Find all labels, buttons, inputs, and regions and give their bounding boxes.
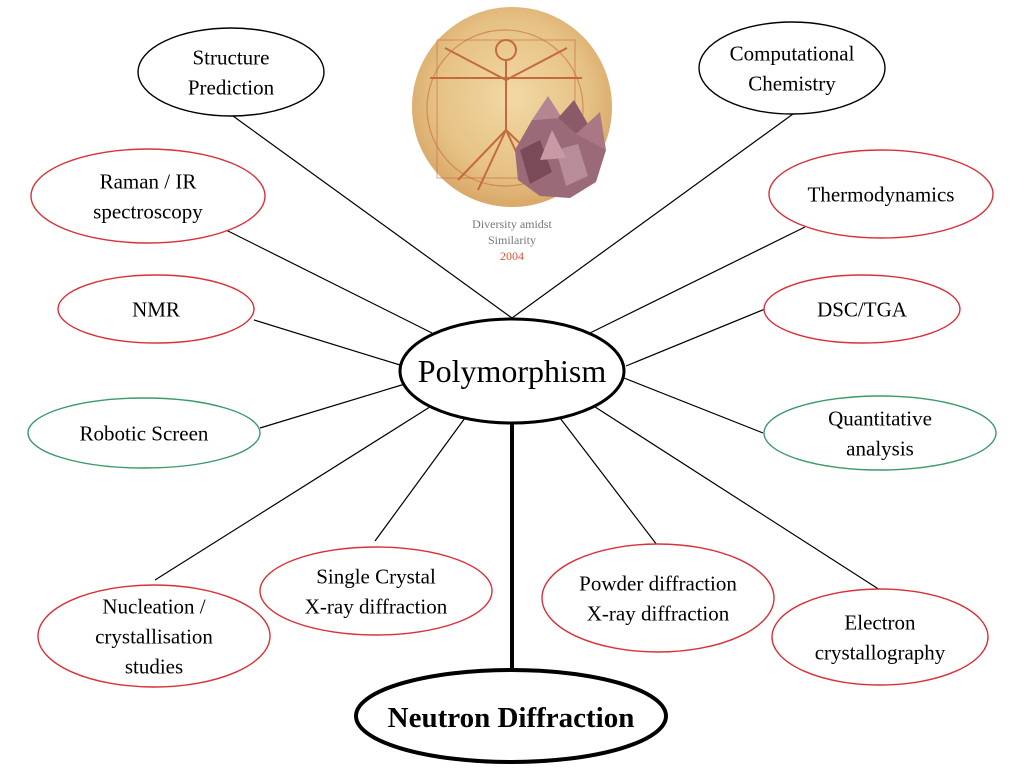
- node-outline-quantitative-analysis: [763, 395, 997, 471]
- edge-electron-crystallography: [591, 404, 881, 591]
- node-label-dsc-tga-line1: DSC/TGA: [817, 297, 908, 321]
- edge-dsc-tga: [625, 308, 766, 367]
- edge-computational-chemistry: [511, 113, 794, 319]
- emblem-caption-line1: Diversity amidst: [472, 217, 552, 231]
- node-thermodynamics[interactable]: Thermodynamics: [768, 149, 994, 239]
- node-label-structure-prediction-line1: Structure: [193, 45, 270, 69]
- connector-lines: [154, 113, 881, 668]
- vitruvian-man-crystal-logo: Diversity amidst Similarity 2004: [412, 7, 612, 263]
- node-label-nucleation-line3: studies: [125, 654, 183, 678]
- edge-quantitative-analysis: [623, 377, 764, 434]
- node-outline-electron-crystallography: [771, 588, 989, 686]
- node-label-nucleation-line2: crystallisation: [95, 624, 213, 648]
- node-outline-computational-chemistry: [698, 21, 886, 115]
- node-outline-powder-diffraction: [541, 543, 775, 653]
- node-outline-nucleation: [37, 584, 271, 688]
- crystal-cluster-icon: [515, 96, 606, 198]
- node-electron-crystallography[interactable]: Electron crystallography: [771, 588, 989, 686]
- node-label-quantitative-analysis-line1: Quantitative: [828, 406, 932, 430]
- node-label-powder-diffraction-line1: Powder diffraction: [579, 571, 737, 595]
- node-label-powder-diffraction-line2: X-ray diffraction: [587, 601, 730, 625]
- center-node[interactable]: Polymorphism: [398, 317, 626, 425]
- node-label-nmr-line1: NMR: [132, 297, 180, 321]
- node-label-nucleation-line1: Nucleation /: [102, 594, 205, 618]
- edge-nmr: [253, 319, 401, 366]
- node-outline-raman-ir: [30, 148, 266, 244]
- edge-robotic-screen: [259, 383, 406, 429]
- center-node-label: Polymorphism: [418, 353, 607, 389]
- node-nmr[interactable]: NMR: [57, 274, 255, 344]
- node-label-computational-chemistry-line2: Chemistry: [748, 71, 836, 95]
- node-label-single-crystal-line2: X-ray diffraction: [305, 594, 448, 618]
- neutron-diffraction-node[interactable]: Neutron Diffraction: [354, 668, 668, 764]
- node-label-raman-ir-line1: Raman / IR: [100, 169, 197, 193]
- node-label-raman-ir-line2: spectroscopy: [93, 199, 203, 223]
- node-outline-thermodynamics: [768, 149, 994, 239]
- node-raman-ir[interactable]: Raman / IR spectroscopy: [30, 148, 266, 244]
- edge-nucleation: [154, 404, 434, 581]
- node-label-electron-crystallography-line1: Electron: [844, 610, 916, 634]
- neutron-diffraction-label: Neutron Diffraction: [388, 702, 635, 734]
- node-outline-nmr: [57, 274, 255, 344]
- edge-thermodynamics: [589, 226, 806, 334]
- node-label-robotic-screen-line1: Robotic Screen: [80, 421, 209, 445]
- edge-single-crystal: [374, 417, 466, 542]
- node-label-structure-prediction-line2: Prediction: [188, 75, 275, 99]
- edge-powder-diffraction: [559, 417, 658, 546]
- node-outline-structure-prediction: [137, 27, 325, 117]
- node-label-computational-chemistry-line1: Computational: [730, 41, 855, 65]
- node-dsc-tga[interactable]: DSC/TGA: [763, 274, 961, 344]
- node-label-single-crystal-line1: Single Crystal: [316, 564, 436, 588]
- node-quantitative-analysis[interactable]: Quantitative analysis: [763, 395, 997, 471]
- node-outline-single-crystal: [259, 546, 493, 636]
- node-outline-robotic-screen: [27, 397, 261, 469]
- node-label-quantitative-analysis-line2: analysis: [846, 436, 914, 460]
- node-label-thermodynamics-line1: Thermodynamics: [808, 182, 955, 206]
- edge-structure-prediction: [232, 115, 513, 319]
- emblem-year: 2004: [500, 249, 524, 263]
- edge-raman-ir: [221, 227, 433, 334]
- center-node-outline: [398, 317, 626, 425]
- emblem-caption-line2: Similarity: [488, 233, 536, 247]
- neutron-diffraction-outline: [354, 668, 668, 764]
- node-label-electron-crystallography-line2: crystallography: [815, 640, 946, 664]
- node-nucleation[interactable]: Nucleation / crystallisation studies: [37, 584, 271, 688]
- node-robotic-screen[interactable]: Robotic Screen: [27, 397, 261, 469]
- node-outline-dsc-tga: [763, 274, 961, 344]
